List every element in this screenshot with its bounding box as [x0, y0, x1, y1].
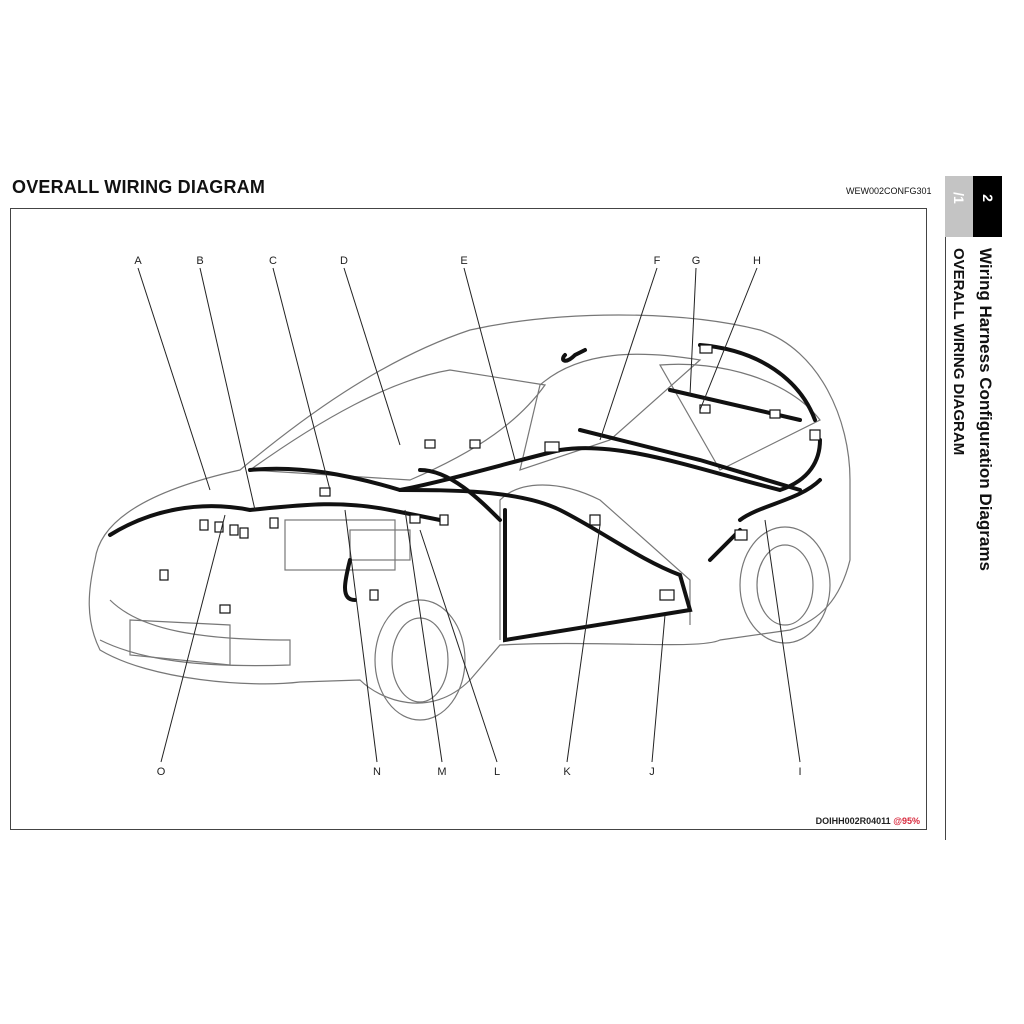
- scale-label: @95%: [893, 816, 920, 826]
- car-outline: [88, 314, 851, 721]
- figure-id: DOIHH002R04011 @95%: [815, 816, 920, 826]
- callout-o: O: [157, 766, 166, 778]
- leader-lines: [137, 267, 801, 763]
- callout-j: J: [649, 766, 655, 778]
- callout-e: E: [460, 255, 467, 267]
- connectors: [159, 344, 821, 614]
- callout-b: B: [196, 255, 203, 267]
- callout-i: I: [798, 766, 801, 778]
- callout-n: N: [373, 766, 381, 778]
- wiring-harness: [108, 343, 822, 643]
- callout-d: D: [340, 255, 348, 267]
- callout-f: F: [654, 255, 661, 267]
- section-title: Wiring Harness Configuration Diagrams: [976, 248, 995, 571]
- callout-m: M: [437, 766, 446, 778]
- callout-k: K: [563, 766, 571, 778]
- callout-labels: A B C D E F G H O N M L K J I: [134, 255, 801, 778]
- document-id: WEW002CONFG301: [846, 186, 932, 196]
- callout-g: G: [692, 255, 701, 267]
- page-title: OVERALL WIRING DIAGRAM: [12, 177, 266, 197]
- diagram-frame: DOIHH002R04011 @95%: [10, 208, 927, 830]
- subsection-tab[interactable]: /1: [945, 176, 973, 237]
- callout-c: C: [269, 255, 277, 267]
- subsection-title: OVERALL WIRING DIAGRAM: [950, 248, 967, 456]
- callout-a: A: [134, 255, 142, 267]
- side-divider: [945, 237, 946, 840]
- callout-l: L: [494, 766, 500, 778]
- callout-h: H: [753, 255, 761, 267]
- section-tab[interactable]: 2: [973, 176, 1002, 237]
